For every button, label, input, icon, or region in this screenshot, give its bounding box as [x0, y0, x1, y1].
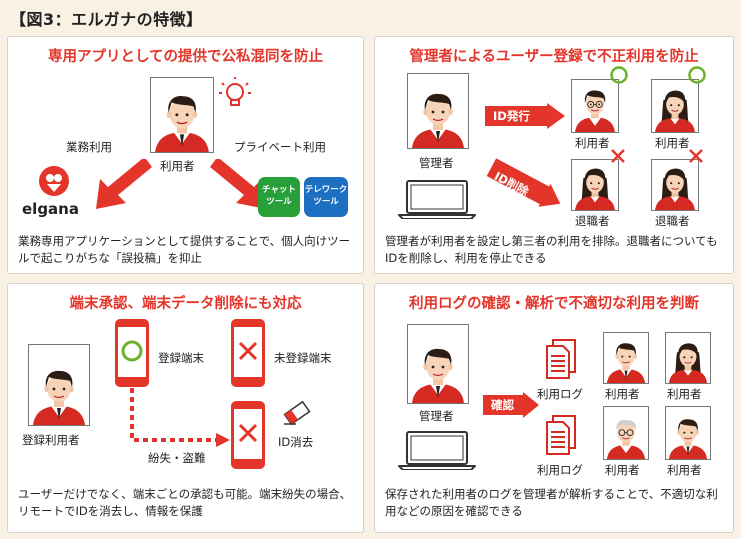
- user2-portrait: [665, 332, 711, 384]
- lost-dotted-arrow: [126, 388, 232, 448]
- ok-circle-icon: [687, 65, 707, 85]
- check-arrow: [483, 392, 539, 418]
- panel1-description: 業務専用アプリケーションとして提供することで、個人向けツールで起こりがちな「誤投…: [18, 234, 351, 265]
- admin-label: 管理者: [419, 156, 454, 170]
- laptop-icon: [397, 179, 477, 219]
- telework-tool-badge: テレワーク ツール: [304, 177, 348, 217]
- user2-label: 利用者: [667, 387, 702, 401]
- id-issue-label: ID発行: [493, 109, 530, 123]
- chat-tool-badge: チャット ツール: [258, 177, 300, 217]
- registered-phone-icon: [114, 318, 150, 388]
- panel4-title: 利用ログの確認・解析で不適切な利用を判断: [409, 296, 699, 312]
- user1-portrait: [603, 332, 649, 384]
- laptop-icon: [397, 430, 477, 470]
- retired1-label: 退職者: [575, 214, 610, 228]
- log2-label: 利用ログ: [537, 463, 583, 477]
- log1-label: 利用ログ: [537, 387, 583, 401]
- user-portrait: [150, 77, 214, 153]
- erased-phone-icon: [230, 400, 266, 470]
- panel1-title: 専用アプリとしての提供で公私混同を防止: [47, 49, 324, 65]
- panel-usage-log: 利用ログの確認・解析で不適切な利用を判断 管理者 確認 利用ログ 利用ログ 利用…: [374, 283, 734, 533]
- panel-device-approval: 端末承認、端末データ削除にも対応 登録利用者 登録端末 未登録端末 紛失・盗難: [7, 283, 364, 533]
- cross-icon: [687, 147, 705, 165]
- retired2-label: 退職者: [655, 214, 690, 228]
- retired2-portrait: [651, 159, 699, 211]
- eraser-icon: [282, 400, 312, 426]
- id-erase-label: ID消去: [278, 435, 314, 449]
- telework-tool-label: テレワーク ツール: [304, 185, 348, 207]
- panel-private-public: 専用アプリとしての提供で公私混同を防止 利用者 業務利用 プライベート利用 el…: [7, 36, 364, 274]
- admin-portrait: [407, 73, 469, 149]
- registered-device-label: 登録端末: [158, 351, 204, 365]
- registered-user-portrait: [28, 344, 90, 426]
- id-delete-arrow: [485, 155, 565, 215]
- panel3-title: 端末承認、端末データ削除にも対応: [69, 296, 302, 312]
- user4-portrait: [665, 406, 711, 460]
- unregistered-device-label: 未登録端末: [274, 351, 332, 365]
- business-use-label: 業務利用: [66, 140, 112, 154]
- document-icon: [543, 414, 579, 456]
- user2-label: 利用者: [655, 136, 690, 150]
- document-icon: [543, 338, 579, 380]
- panel4-description: 保存された利用者のログを管理者が解析することで、不適切な利用などの原因を確認でき…: [385, 487, 718, 518]
- panel2-description: 管理者が利用者を設定し第三者の利用を排除。退職者についてもIDを削除し、利用を停…: [385, 234, 718, 265]
- elgana-logo-icon: [38, 165, 70, 197]
- page-title: 【図3：エルガナの特徴】: [10, 10, 203, 29]
- admin-portrait: [407, 324, 469, 404]
- user4-label: 利用者: [667, 463, 702, 477]
- admin-label: 管理者: [419, 409, 454, 423]
- arrow-right-down-icon: [208, 155, 268, 211]
- check-label: 確認: [491, 398, 514, 412]
- arrow-left-down-icon: [94, 155, 154, 211]
- panel2-title: 管理者によるユーザー登録で不正利用を防止: [409, 49, 699, 65]
- id-issue-arrow: [485, 103, 565, 129]
- private-use-label: プライベート利用: [234, 140, 326, 154]
- chat-tool-label: チャット ツール: [262, 185, 296, 207]
- user1-label: 利用者: [605, 387, 640, 401]
- user3-label: 利用者: [605, 463, 640, 477]
- panel-user-registration: 管理者によるユーザー登録で不正利用を防止 管理者 ID発行 ID削除 利用者 利…: [374, 36, 734, 274]
- unregistered-phone-icon: [230, 318, 266, 388]
- user-label: 利用者: [160, 159, 195, 173]
- user1-portrait: [571, 79, 619, 133]
- user1-label: 利用者: [575, 136, 610, 150]
- lightbulb-icon: [218, 77, 252, 113]
- registered-user-label: 登録利用者: [22, 433, 80, 447]
- elgana-logo-text: elgana: [22, 200, 79, 218]
- lost-stolen-label: 紛失・盗難: [148, 451, 206, 465]
- retired1-portrait: [571, 159, 619, 211]
- user3-portrait: [603, 406, 649, 460]
- panel3-description: ユーザーだけでなく、端末ごとの承認も可能。端末紛失の場合、リモートでIDを消去し…: [18, 487, 352, 518]
- user2-portrait: [651, 79, 699, 133]
- ok-circle-icon: [609, 65, 629, 85]
- cross-icon: [609, 147, 627, 165]
